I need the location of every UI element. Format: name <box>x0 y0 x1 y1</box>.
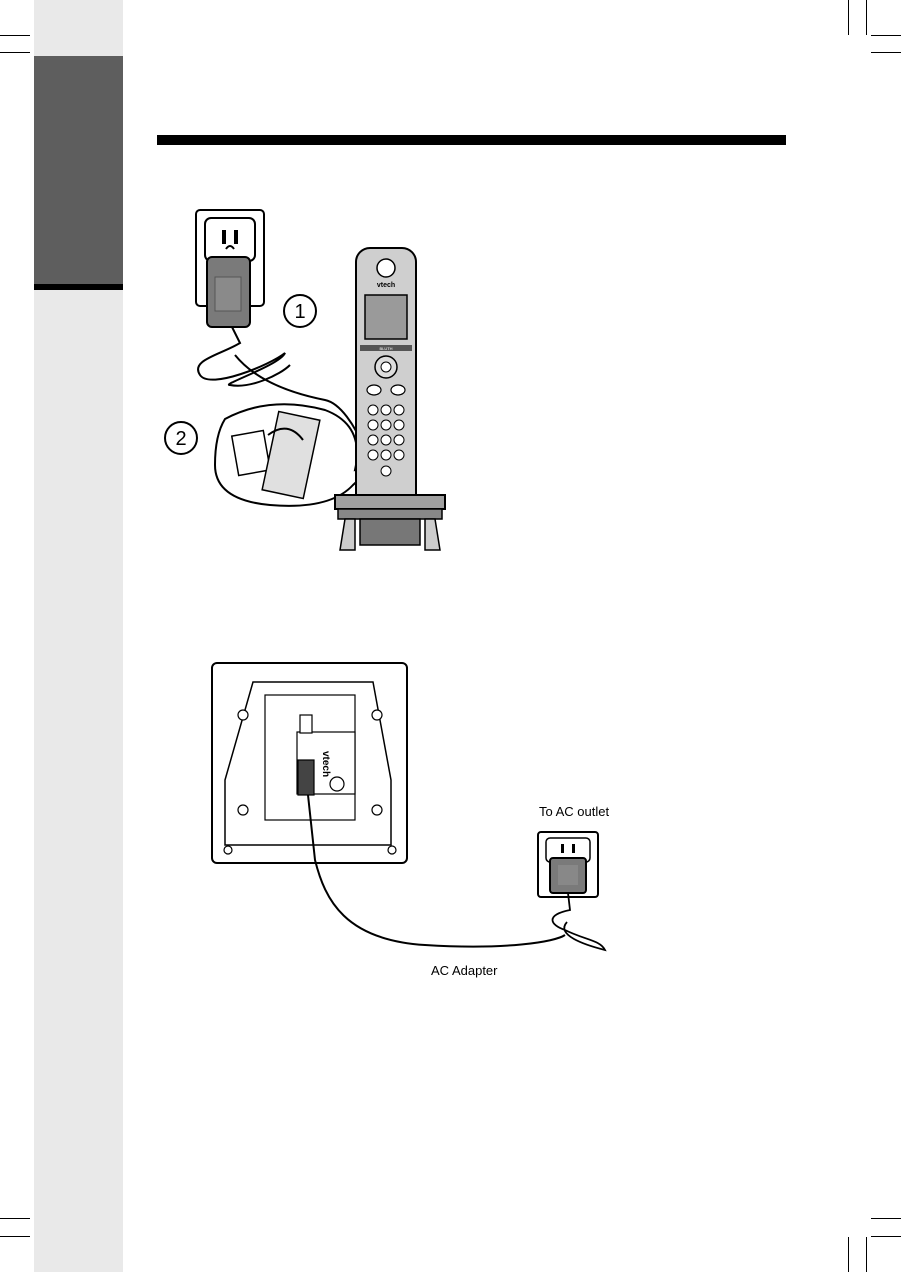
svg-text:1: 1 <box>294 301 305 323</box>
step-1-marker: 1 <box>284 295 316 327</box>
crop-mark-top-left-h2 <box>0 52 30 53</box>
telephone-base-illustration: vtech <box>205 660 625 990</box>
svg-text:2: 2 <box>175 428 186 450</box>
svg-text:vtech: vtech <box>377 282 395 289</box>
power-jack <box>298 760 314 795</box>
crop-mark-bottom-right-v2 <box>866 1237 867 1272</box>
sidebar-divider <box>34 284 123 290</box>
crop-mark-bottom-right-v <box>848 1237 849 1272</box>
crop-mark-top-right-h <box>871 35 901 36</box>
header-rule <box>157 135 786 145</box>
handset-charger-illustration: 1 2 vtech BLUTH <box>160 205 460 560</box>
adapter-label: AC Adapter <box>431 963 498 978</box>
crop-mark-bottom-right-h2 <box>871 1236 901 1237</box>
charger-cradle <box>335 495 445 509</box>
svg-text:BLUTH: BLUTH <box>379 346 392 351</box>
sidebar-section-tab <box>34 56 123 284</box>
crop-mark-top-left-h <box>0 35 30 36</box>
crop-mark-bottom-left-h2 <box>0 1236 30 1237</box>
outlet-label: To AC outlet <box>539 804 609 819</box>
crop-mark-top-right-v2 <box>866 0 867 35</box>
handset-screen <box>365 295 407 339</box>
crop-mark-top-right-h2 <box>871 52 901 53</box>
step-2-marker: 2 <box>165 422 197 454</box>
svg-text:vtech: vtech <box>320 751 331 777</box>
crop-mark-bottom-right-h <box>871 1218 901 1219</box>
crop-mark-top-right-v <box>848 0 849 35</box>
crop-mark-bottom-left-h <box>0 1218 30 1219</box>
